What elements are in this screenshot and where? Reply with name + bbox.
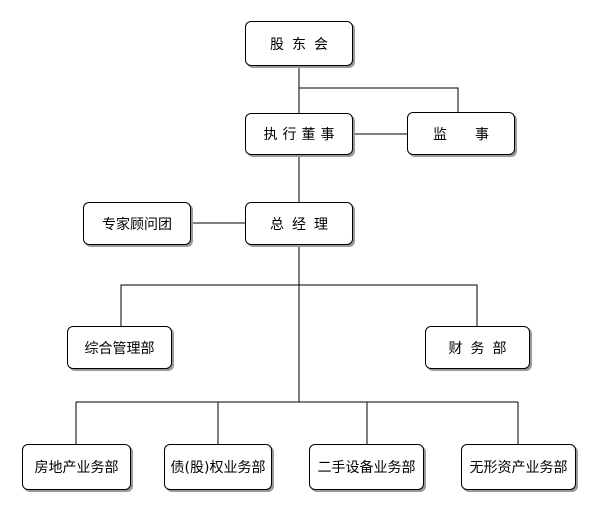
node-supervisor-label: 监事 (433, 126, 517, 143)
connector-level1-bus (120, 284, 478, 326)
node-general-management: 综合管理部 (67, 326, 172, 369)
node-intangible-assets-label: 无形资产业务部 (469, 460, 568, 476)
connector-shareholders-supervisor (299, 87, 459, 112)
node-executive-director: 执行董事 (245, 113, 353, 155)
node-shareholders: 股东会 (245, 21, 353, 66)
node-supervisor: 监事 (407, 112, 515, 155)
node-equity-label: 债(股)权业务部 (170, 460, 266, 476)
node-shareholders-label: 股东会 (270, 36, 336, 53)
node-advisory-group-label: 专家顾问团 (102, 216, 172, 233)
node-finance-label: 财务部 (448, 340, 515, 357)
node-intangible-assets: 无形资产业务部 (461, 444, 576, 490)
node-general-manager: 总经理 (245, 202, 353, 245)
node-used-equipment: 二手设备业务部 (309, 444, 424, 490)
node-general-management-label: 综合管理部 (84, 340, 155, 357)
node-finance: 财务部 (425, 326, 530, 369)
node-real-estate: 房地产业务部 (22, 444, 131, 490)
node-real-estate-label: 房地产业务部 (34, 460, 119, 476)
node-used-equipment-label: 二手设备业务部 (317, 460, 416, 476)
node-equity: 债(股)权业务部 (164, 444, 272, 490)
node-advisory-group: 专家顾问团 (83, 202, 191, 245)
node-general-manager-label: 总经理 (270, 216, 336, 233)
node-executive-director-label: 执行董事 (263, 127, 340, 143)
